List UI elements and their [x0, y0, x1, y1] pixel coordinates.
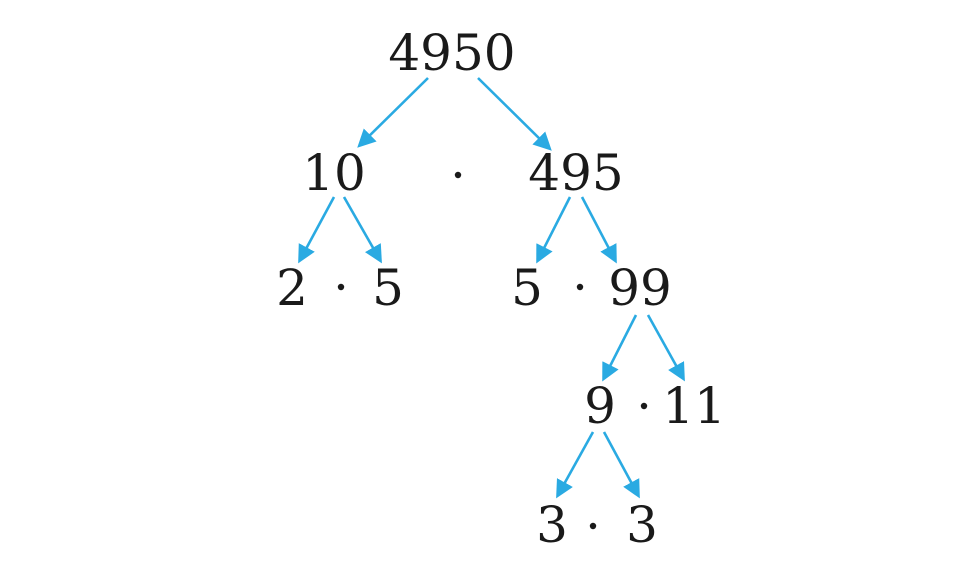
- multiply-dot-level1: [454, 171, 462, 179]
- arrow-9-to-3-right: [602, 431, 640, 499]
- arrow-99-to-9: [602, 314, 638, 382]
- node-level2-c: 5: [511, 259, 543, 317]
- node-level2-b: 5: [372, 259, 404, 317]
- node-level3-b: 11: [662, 377, 726, 435]
- node-level1-right: 495: [528, 144, 623, 202]
- node-level1-left: 10: [302, 144, 366, 202]
- node-level3-a: 9: [584, 377, 616, 435]
- multiply-dot-9x11: [640, 402, 648, 410]
- node-root: 4950: [388, 24, 515, 82]
- multiply-dot-2x5: [337, 283, 345, 291]
- arrow-99-to-11: [646, 314, 685, 382]
- arrow-10-to-2: [298, 196, 336, 264]
- arrow-4950-to-10: [357, 77, 429, 148]
- arrow-9-to-3-left: [556, 431, 595, 499]
- node-level2-a: 2: [276, 259, 308, 317]
- multiply-dot-5x99: [576, 283, 584, 291]
- multiply-dot-3x3: [589, 522, 597, 530]
- node-level4-b: 3: [626, 496, 658, 554]
- node-level2-d: 99: [608, 259, 672, 317]
- arrow-495-to-5: [536, 196, 572, 264]
- node-level4-a: 3: [536, 496, 568, 554]
- arrow-10-to-5: [342, 196, 382, 264]
- arrow-495-to-99: [580, 196, 617, 264]
- arrow-4950-to-495: [477, 77, 552, 151]
